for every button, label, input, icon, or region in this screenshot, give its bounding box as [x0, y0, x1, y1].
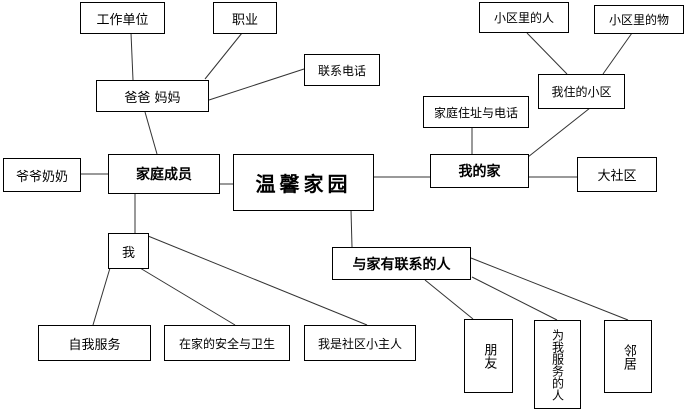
- node-parents: 爸爸 妈妈: [96, 80, 209, 112]
- node-label: 我: [121, 245, 135, 261]
- node-my-home: 我的家: [430, 154, 529, 188]
- node-label: 小区里的物: [608, 13, 669, 27]
- connector: [527, 107, 591, 158]
- node-my-community: 我住的小区: [538, 74, 625, 109]
- connector: [92, 267, 111, 326]
- node-community-things: 小区里的物: [594, 5, 684, 34]
- node-label: 与家有联系的人: [352, 256, 451, 273]
- node-grandparents: 爷爷奶奶: [3, 158, 81, 192]
- node-related-people: 与家有联系的人: [332, 247, 471, 280]
- node-center: 温馨家园: [233, 154, 374, 211]
- node-address: 家庭住址与电话: [423, 96, 529, 128]
- connector: [130, 32, 134, 81]
- connector: [526, 32, 568, 75]
- node-label: 我住的小区: [551, 85, 612, 99]
- node-label: 工作单位: [96, 12, 149, 28]
- node-self-service: 自我服务: [38, 325, 151, 361]
- node-community-people: 小区里的人: [479, 2, 569, 33]
- node-label: 为我服务的人: [550, 328, 565, 401]
- node-family-members: 家庭成员: [108, 154, 220, 194]
- node-label: 在家的安全与卫生: [178, 336, 275, 351]
- node-friends: 朋友: [464, 319, 513, 393]
- node-big-community: 大社区: [577, 157, 657, 192]
- node-label: 爸爸 妈妈: [124, 90, 181, 106]
- connector: [350, 209, 353, 248]
- node-label: 职业: [231, 12, 258, 28]
- node-work-unit: 工作单位: [80, 2, 165, 34]
- node-contact-phone: 联系电话: [304, 54, 380, 86]
- node-label: 我是社区小主人: [317, 336, 402, 351]
- connector: [139, 267, 236, 326]
- connector: [144, 111, 158, 155]
- connector: [147, 235, 368, 326]
- node-label: 邻居: [620, 343, 636, 370]
- node-label: 家庭住址与电话: [433, 105, 518, 120]
- node-community-host: 我是社区小主人: [304, 325, 416, 361]
- node-label: 家庭成员: [136, 167, 192, 183]
- connector: [204, 32, 243, 80]
- connector: [470, 257, 629, 321]
- node-label: 自我服务: [68, 337, 121, 353]
- connector: [602, 32, 633, 75]
- node-me: 我: [108, 233, 149, 269]
- node-label: 联系电话: [317, 63, 366, 78]
- node-label: 朋友: [481, 343, 497, 369]
- node-label: 我的家: [458, 164, 501, 180]
- center-title: 温馨家园: [255, 172, 352, 196]
- node-safety-hygiene: 在家的安全与卫生: [164, 325, 290, 361]
- node-label: 爷爷奶奶: [15, 169, 68, 185]
- connector: [208, 68, 305, 101]
- node-neighbors: 邻居: [604, 320, 652, 393]
- connector: [424, 279, 474, 320]
- node-label: 小区里的人: [493, 11, 554, 25]
- node-service-people: 为我服务的人: [534, 320, 581, 409]
- connector: [471, 276, 558, 321]
- node-occupation: 职业: [213, 2, 277, 34]
- node-label: 大社区: [597, 169, 637, 184]
